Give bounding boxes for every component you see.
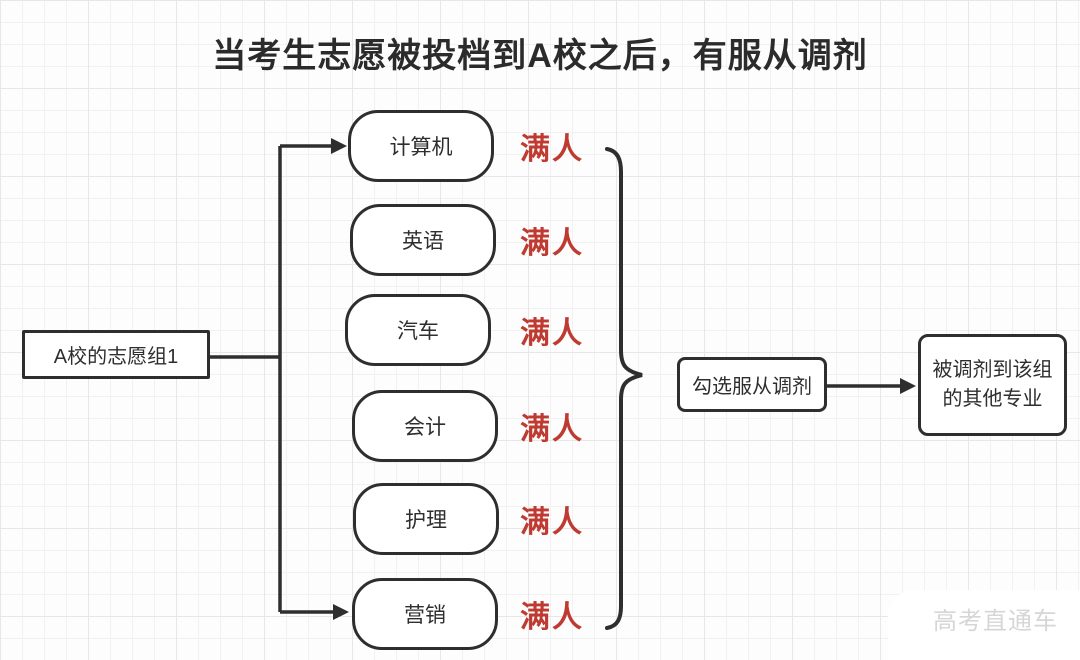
major-box-marketing: 营销: [352, 578, 498, 650]
watermark-background: [888, 590, 1080, 660]
major-status-english: 满人: [520, 227, 584, 260]
diagram-title: 当考生志愿被投档到A校之后，有服从调剂: [212, 37, 868, 75]
major-status-automobile: 满人: [520, 317, 584, 350]
major-status-marketing: 满人: [520, 601, 584, 634]
major-label: 营销: [404, 604, 446, 627]
watermark-label: 高考直通车: [933, 608, 1058, 635]
arrowhead-bottom: [333, 604, 349, 620]
major-label: 计算机: [389, 136, 453, 159]
source-group-box: A校的志愿组1: [22, 330, 210, 379]
major-status-nursing: 满人: [520, 506, 584, 539]
major-status-computer: 满人: [520, 133, 584, 166]
arrowhead-top: [331, 138, 347, 154]
major-label: 汽车: [397, 320, 439, 343]
major-status-accounting: 满人: [520, 413, 584, 446]
curly-brace: [605, 147, 643, 630]
action-label: 勾选服从调剂: [692, 376, 812, 398]
major-box-computer: 计算机: [348, 110, 494, 182]
major-label: 英语: [402, 230, 444, 253]
source-group-label: A校的志愿组1: [53, 346, 179, 368]
major-box-accounting: 会计: [352, 390, 498, 462]
result-label-line2: 的其他专业: [942, 388, 1043, 410]
major-box-automobile: 汽车: [345, 294, 491, 366]
action-box-obey-adjustment: 勾选服从调剂: [677, 357, 827, 412]
major-box-nursing: 护理: [353, 483, 499, 555]
major-label: 会计: [404, 416, 446, 439]
major-label: 护理: [405, 509, 447, 532]
result-label-line1: 被调剂到该组: [932, 359, 1053, 381]
arrowhead-result: [900, 378, 916, 394]
major-box-english: 英语: [350, 204, 496, 276]
result-box-adjusted-major: 被调剂到该组 的其他专业: [918, 334, 1067, 436]
